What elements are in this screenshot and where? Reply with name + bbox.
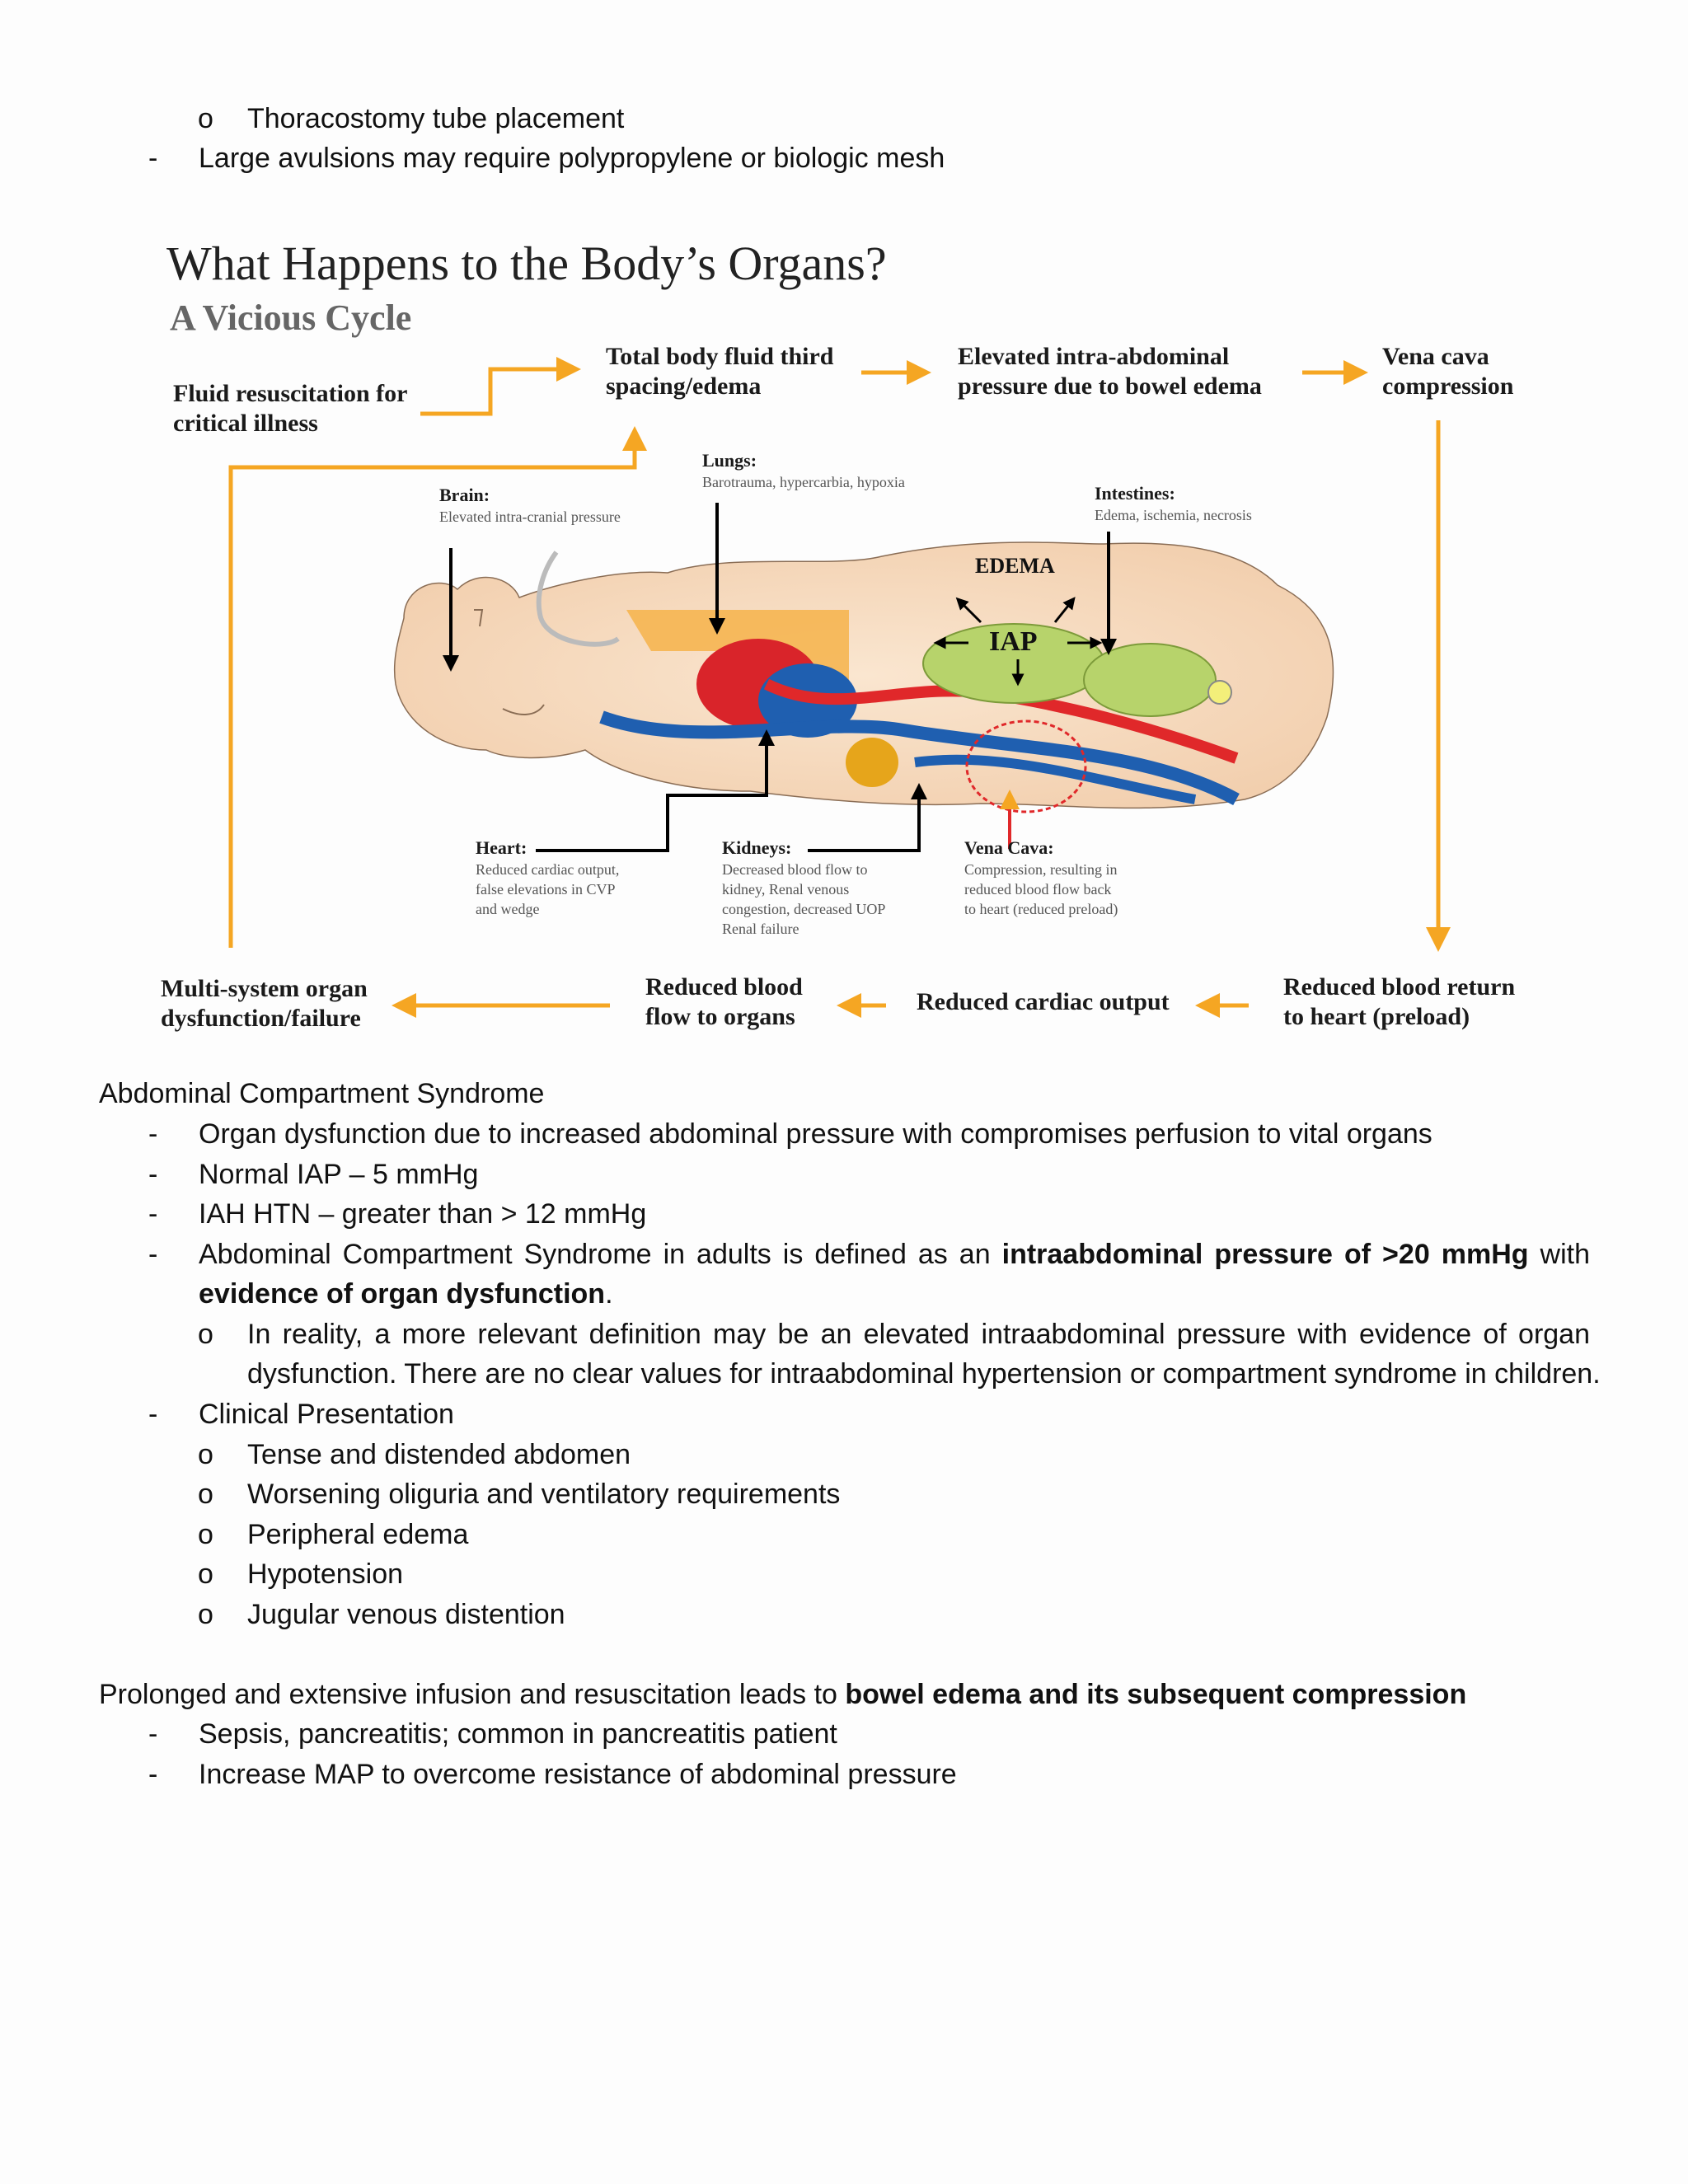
bullet-marker: -: [148, 1399, 158, 1430]
figure-title: What Happens to the Body’s Organs?: [166, 237, 887, 290]
organ-pointers: [443, 503, 1117, 852]
brain-label: Brain:: [439, 485, 490, 505]
iap-label: IAP: [989, 626, 1038, 657]
sub-bullet-marker: o: [198, 1479, 213, 1510]
section-heading: Abdominal Compartment Syndrome: [99, 1078, 545, 1109]
sub-bullet-marker: o: [198, 103, 213, 134]
presentation-item: Worsening oliguria and ventilatory requi…: [247, 1479, 841, 1510]
sub-bullet-marker: o: [198, 1319, 213, 1350]
intestines-desc: Edema, ischemia, necrosis: [1095, 507, 1252, 523]
figure-subtitle: A Vicious Cycle: [170, 298, 412, 338]
lungs-label: Lungs:: [702, 450, 757, 471]
list-item: Normal IAP – 5 mmHg: [199, 1159, 479, 1190]
sub-bullet-marker: o: [198, 1439, 213, 1470]
step-third-spacing: Total body fluid third spacing/edema: [606, 343, 834, 400]
step-fluid-resuscitation: Fluid resuscitation for critical illness: [173, 380, 408, 437]
cycle-diagram: [228, 357, 1451, 1018]
step-reduced-preload: Reduced blood return to heart (preload): [1283, 973, 1516, 1030]
step-reduced-blood-flow: Reduced blood flow to organs: [645, 973, 803, 1030]
note-line-2: dysfunction. There are no clear values f…: [247, 1358, 1601, 1390]
step-multi-organ-failure: Multi-system organ dysfunction/failure: [161, 975, 368, 1032]
cycle-arrows: [228, 357, 1451, 1018]
vena-cava-label: Vena Cava:: [964, 837, 1054, 858]
bullet-marker: -: [148, 1159, 158, 1190]
note-line-1: In reality, a more relevant definition m…: [247, 1319, 1590, 1350]
vena-cava-desc: Compression, resulting in reduced blood …: [964, 861, 1118, 917]
list-item: IAH HTN – greater than > 12 mmHg: [199, 1198, 647, 1230]
step-reduced-cardiac-output: Reduced cardiac output: [917, 988, 1170, 1015]
brain-desc: Elevated intra-cranial pressure: [439, 509, 621, 525]
bullet-marker: -: [148, 143, 158, 174]
list-item: Clinical Presentation: [199, 1399, 454, 1430]
definition-line-2: evidence of organ dysfunction.: [199, 1278, 613, 1310]
list-item: Increase MAP to overcome resistance of a…: [199, 1759, 957, 1790]
edema-label: EDEMA: [975, 554, 1055, 578]
list-item: Organ dysfunction due to increased abdom…: [199, 1118, 1432, 1150]
sub-bullet-marker: o: [198, 1599, 213, 1630]
bullet-marker: -: [148, 1718, 158, 1750]
kidneys-label: Kidneys:: [722, 837, 792, 858]
intestines-label: Intestines:: [1095, 483, 1175, 504]
bullet-marker: -: [148, 1198, 158, 1230]
list-item: Large avulsions may require polypropylen…: [199, 143, 945, 174]
lungs-desc: Barotrauma, hypercarbia, hypoxia: [702, 474, 905, 490]
definition-line-1: Abdominal Compartment Syndrome in adults…: [199, 1239, 1590, 1270]
step-vena-cava-compression: Vena cava compression: [1382, 343, 1514, 400]
list-item: Sepsis, pancreatitis; common in pancreat…: [199, 1718, 837, 1750]
bullet-marker: -: [148, 1759, 158, 1790]
presentation-item: Hypotension: [247, 1558, 404, 1590]
bullet-marker: -: [148, 1239, 158, 1270]
presentation-item: Peripheral edema: [247, 1519, 469, 1550]
bullet-marker: -: [148, 1118, 158, 1150]
presentation-item: Jugular venous distention: [247, 1599, 565, 1630]
body-illustration: [393, 541, 1334, 849]
resuscitation-paragraph: Prolonged and extensive infusion and res…: [99, 1679, 1467, 1710]
presentation-item: Tense and distended abdomen: [247, 1439, 631, 1470]
sub-bullet-marker: o: [198, 1519, 213, 1550]
kidneys-desc: Decreased blood flow to kidney, Renal ve…: [722, 861, 886, 937]
step-elevated-iap: Elevated intra-abdominal pressure due to…: [958, 343, 1262, 400]
heart-desc: Reduced cardiac output, false elevations…: [476, 861, 620, 917]
list-item: Thoracostomy tube placement: [247, 103, 625, 134]
vicious-cycle-figure: What Happens to the Body’s Organs? A Vic…: [157, 223, 1558, 1047]
sub-bullet-marker: o: [198, 1558, 213, 1590]
heart-label: Heart:: [476, 837, 528, 858]
